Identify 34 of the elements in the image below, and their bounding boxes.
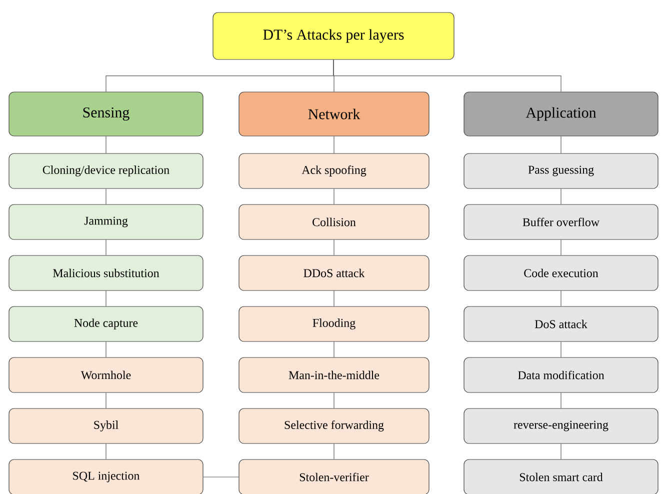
connector-line xyxy=(560,392,562,408)
attack-box: DoS attack xyxy=(464,306,658,342)
attack-box: DDoS attack xyxy=(238,255,430,291)
attack-box: Flooding xyxy=(238,306,430,342)
title-box: DT’s Attacks per layers xyxy=(212,12,454,60)
attack-box: Buffer overflow xyxy=(464,204,658,240)
connector-line xyxy=(203,476,239,478)
attack-box: Code execution xyxy=(464,255,658,291)
layer-header-box: Sensing xyxy=(8,92,204,136)
connector-line xyxy=(560,290,562,306)
attack-box: Ack spoofing xyxy=(238,153,430,189)
attack-box: Sybil xyxy=(8,408,204,444)
connector-line xyxy=(333,60,562,92)
attack-box: Malicious substitution xyxy=(8,255,204,291)
attack-box: Data modification xyxy=(464,357,658,393)
layer-header-box: Network xyxy=(238,92,430,136)
attack-box: SQL injection xyxy=(8,459,204,494)
connector-line xyxy=(560,188,562,204)
connector-line xyxy=(560,342,562,358)
attack-box: Jamming xyxy=(8,204,204,240)
connector-line xyxy=(560,444,562,460)
attack-box: Node capture xyxy=(8,306,204,342)
attack-box: Stolen smart card xyxy=(464,459,658,494)
connector-line xyxy=(560,136,562,154)
attack-box: Cloning/device replication xyxy=(8,153,204,189)
attack-box: Pass guessing xyxy=(464,153,658,189)
attack-box: reverse-engineering xyxy=(464,408,658,444)
attack-box: Collision xyxy=(238,204,430,240)
attack-box: Selective forwarding xyxy=(238,408,430,444)
connector-line xyxy=(560,240,562,256)
attack-box: Man-in-the-middle xyxy=(238,357,430,393)
layer-header-box: Application xyxy=(464,92,658,136)
attack-box: Stolen-verifier xyxy=(238,459,430,494)
attack-box: Wormhole xyxy=(8,357,204,393)
